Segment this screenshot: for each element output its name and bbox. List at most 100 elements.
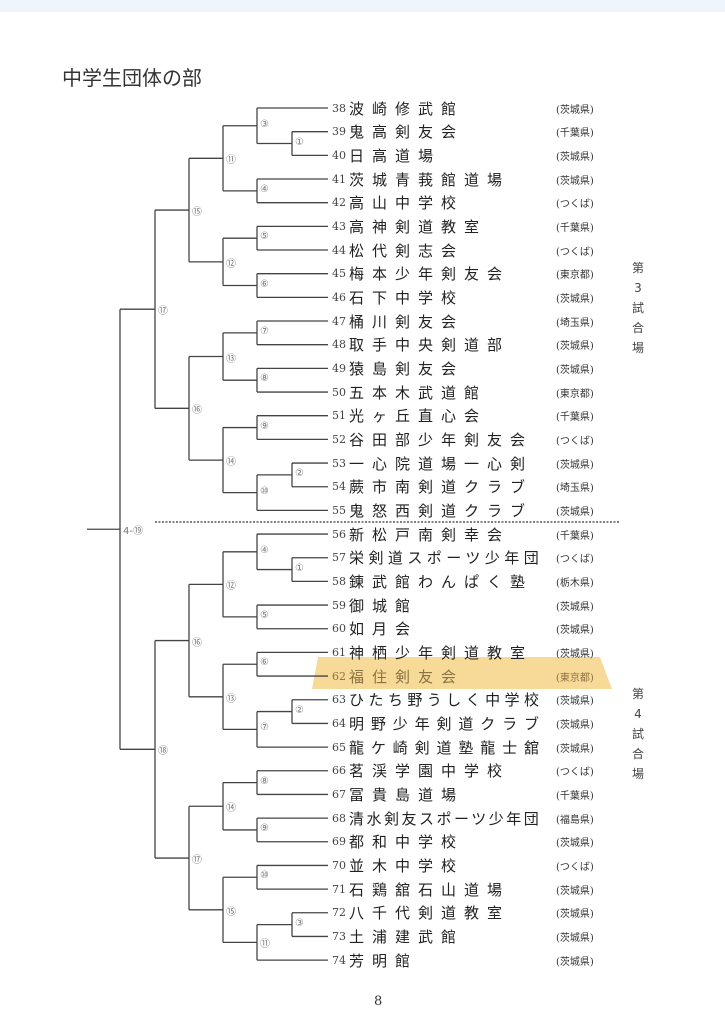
team-number: 54 bbox=[332, 480, 346, 494]
team-number: 56 bbox=[332, 527, 346, 541]
page-number: 8 bbox=[374, 994, 383, 1009]
team-name: 蕨市南剣道クラブ bbox=[349, 478, 534, 497]
team-name: 五本木武道館 bbox=[349, 383, 488, 402]
team-prefecture: (茨城県) bbox=[556, 932, 594, 944]
team-name: 清水剣友スポーツ少年団 bbox=[349, 809, 542, 828]
page-title: 中学生団体の部 bbox=[62, 66, 202, 90]
team-number: 52 bbox=[332, 432, 346, 446]
team-number: 55 bbox=[332, 503, 346, 517]
team-name: 桶川剣友会 bbox=[349, 312, 465, 331]
match-number: ⑫ bbox=[226, 258, 236, 270]
team-number: 39 bbox=[332, 125, 346, 139]
team-number: 46 bbox=[332, 290, 346, 304]
match-number: ③ bbox=[260, 118, 269, 130]
match-number: ⑩ bbox=[260, 870, 269, 882]
team-prefecture: (つくば) bbox=[556, 199, 594, 211]
team-prefecture: (茨城県) bbox=[556, 885, 594, 897]
team-name: 高山中学校 bbox=[349, 194, 465, 213]
team-name: 松代剣志会 bbox=[349, 241, 465, 260]
team-prefecture: (茨城県) bbox=[556, 648, 594, 660]
team-number: 74 bbox=[332, 953, 346, 967]
team-name: 冨貴島道場 bbox=[349, 785, 465, 804]
team-number: 71 bbox=[332, 882, 346, 896]
match-number: ⑨ bbox=[260, 822, 269, 834]
team-prefecture: (茨城県) bbox=[556, 175, 594, 187]
team-number: 70 bbox=[332, 858, 346, 872]
team-name: 如月会 bbox=[349, 620, 419, 639]
team-name: 芳明館 bbox=[349, 951, 419, 970]
match-number: ⑧ bbox=[260, 373, 269, 385]
team-number: 66 bbox=[332, 764, 346, 778]
highlight-marker bbox=[312, 657, 612, 689]
venue-label-3: 第3試合場 bbox=[631, 261, 644, 355]
team-number: 42 bbox=[332, 196, 346, 210]
team-name: 龍ケ崎剣道塾龍士舘 bbox=[349, 738, 546, 757]
team-prefecture: (埼玉県) bbox=[556, 317, 594, 329]
team-number: 68 bbox=[332, 811, 346, 825]
team-prefecture: (埼玉県) bbox=[556, 483, 594, 495]
team-prefecture: (東京都) bbox=[556, 672, 594, 684]
team-prefecture: (東京都) bbox=[556, 388, 594, 400]
team-prefecture: (茨城県) bbox=[556, 909, 594, 921]
team-number: 41 bbox=[332, 172, 346, 186]
match-number: ⑮ bbox=[192, 207, 202, 219]
match-number: ⑦ bbox=[260, 325, 269, 337]
team-number: 63 bbox=[332, 693, 346, 707]
match-number: ④ bbox=[260, 183, 269, 195]
team-prefecture: (千葉県) bbox=[556, 530, 594, 542]
team-prefecture: (つくば) bbox=[556, 767, 594, 779]
team-name: 鬼怒西剣道クラブ bbox=[349, 501, 534, 520]
team-number: 58 bbox=[332, 574, 346, 588]
match-number: ⑭ bbox=[226, 457, 236, 469]
team-name: 栄剣道スポーツ少年団 bbox=[349, 549, 544, 568]
team-prefecture: (茨城県) bbox=[556, 506, 594, 518]
team-name: 一心院道場一心剣 bbox=[349, 454, 534, 473]
match-number: ④ bbox=[260, 544, 269, 556]
viewer-top-bar bbox=[0, 0, 725, 12]
team-prefecture: (千葉県) bbox=[556, 790, 594, 802]
team-number: 72 bbox=[332, 906, 346, 920]
match-number: ⑧ bbox=[260, 775, 269, 787]
team-name: 谷田部少年剣友会 bbox=[349, 430, 534, 449]
team-prefecture: (つくば) bbox=[556, 861, 594, 873]
team-prefecture: (茨城県) bbox=[556, 625, 594, 637]
match-number: ③ bbox=[295, 917, 304, 929]
team-number: 61 bbox=[332, 645, 346, 659]
team-name: 茗渓学園中学校 bbox=[349, 762, 511, 781]
match-number: ① bbox=[295, 562, 304, 574]
team-number: 60 bbox=[332, 622, 346, 636]
team-name: 波崎修武館 bbox=[349, 99, 465, 118]
team-name: 都和中学校 bbox=[349, 833, 465, 852]
team-number: 53 bbox=[332, 456, 346, 470]
team-number: 57 bbox=[332, 551, 346, 565]
team-name: 神栖少年剣道教室 bbox=[349, 643, 534, 662]
team-prefecture: (千葉県) bbox=[556, 222, 594, 234]
team-prefecture: (千葉県) bbox=[556, 128, 594, 140]
team-prefecture: (千葉県) bbox=[556, 412, 594, 424]
team-number: 65 bbox=[332, 740, 346, 754]
team-name: 高神剣道教室 bbox=[349, 217, 488, 236]
team-number: 47 bbox=[332, 314, 346, 328]
